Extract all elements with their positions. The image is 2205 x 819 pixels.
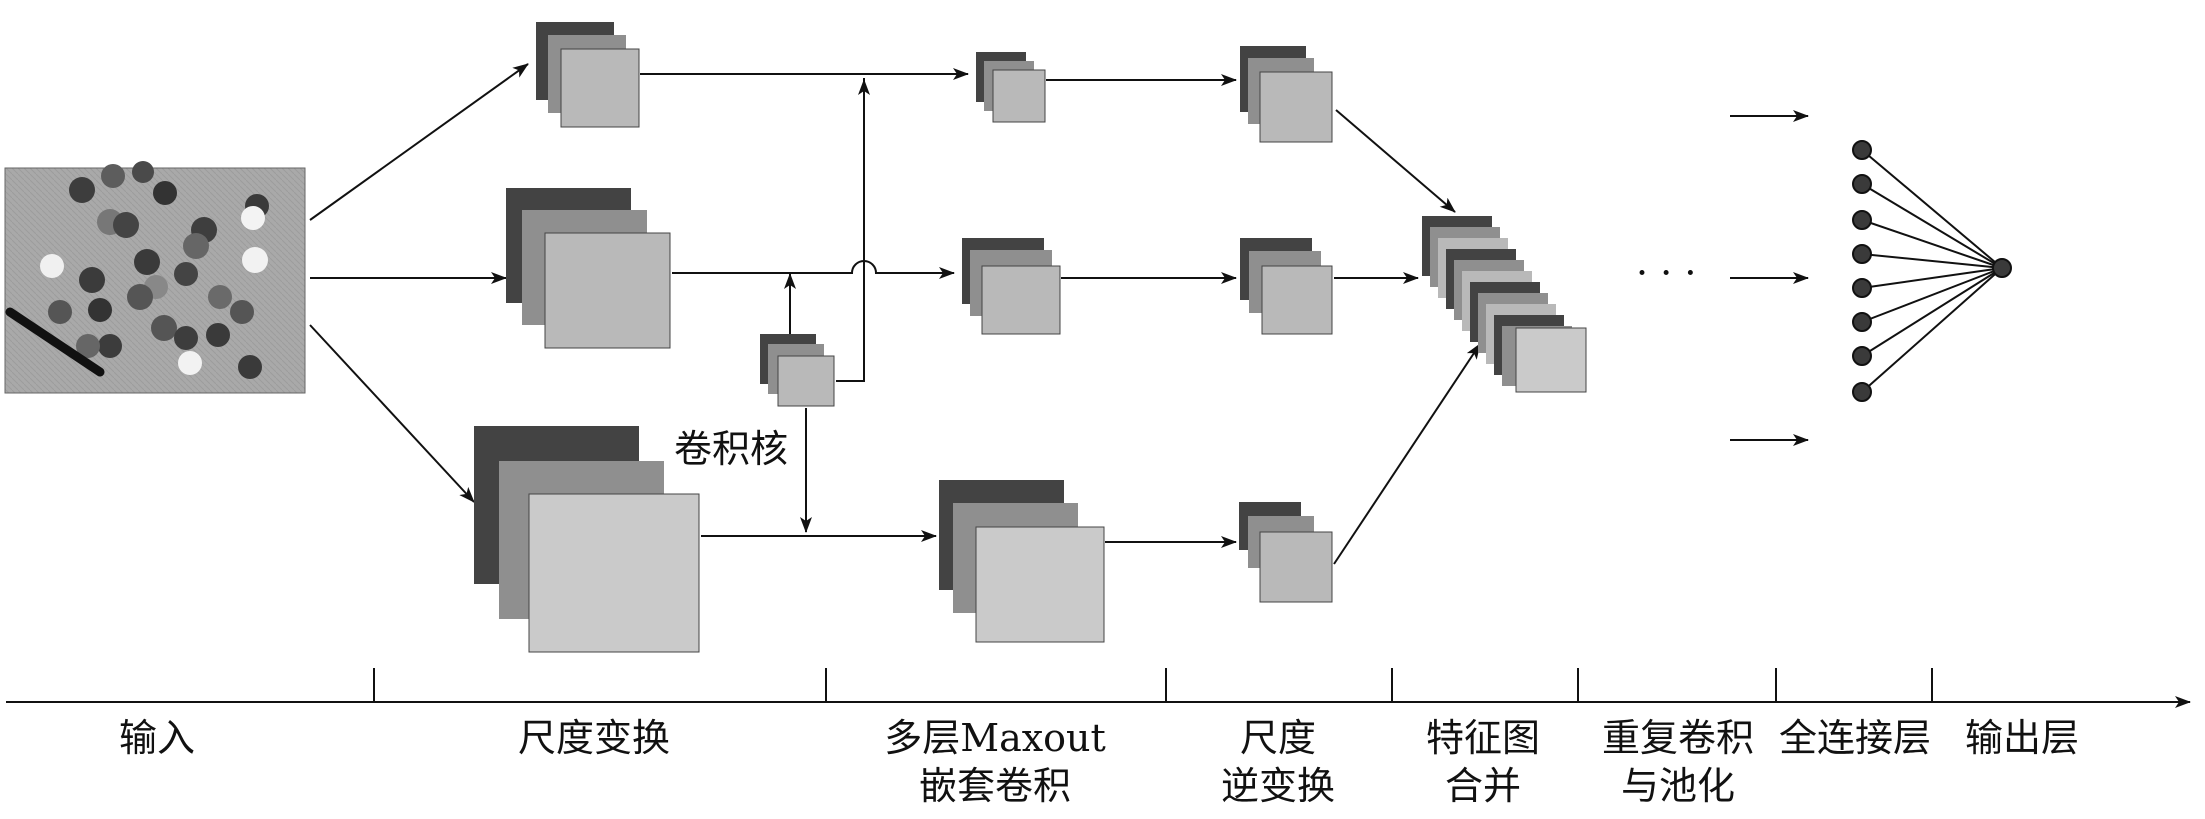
stage-label-output: 输出层 [1965, 716, 2079, 760]
kernel-connections [640, 68, 969, 542]
fc-layer-nodes [1852, 140, 2012, 402]
maxout-stack-small [976, 52, 1046, 123]
fc-arrows [1730, 110, 1809, 446]
maxout-stack-medium [962, 238, 1061, 335]
scale-stack-large [474, 426, 700, 653]
stage-label-scale-transform: 尺度变换 [518, 716, 670, 760]
maxout-to-inverse-arrows [1046, 74, 1237, 548]
maxout-stack-large [939, 480, 1105, 643]
stage-label-inverse-line1: 尺度 [1240, 716, 1316, 760]
pen-marker [5, 307, 105, 377]
stage-label-merge-line2: 合并 [1445, 764, 1521, 808]
ellipsis: · · · [1636, 251, 1696, 295]
merged-feature-stack [1422, 216, 1587, 393]
inverse-stack-top [1240, 46, 1333, 143]
kernel-label: 卷积核 [674, 427, 788, 471]
stage-label-input: 输入 [119, 716, 195, 760]
stage-label-repeat-line1: 重复卷积 [1602, 716, 1754, 760]
kernel-stack [760, 334, 835, 407]
stage-axis [6, 668, 2191, 708]
stage-label-inverse-line2: 逆变换 [1221, 764, 1335, 808]
inverse-stack-middle [1240, 238, 1333, 335]
output-node [1992, 258, 2012, 278]
stage-label-repeat-line2: 与池化 [1621, 764, 1735, 808]
stage-labels: 输入 尺度变换 多层Maxout 嵌套卷积 尺度 逆变换 特征图 合并 重复卷积… [119, 716, 2079, 808]
input-image [4, 161, 306, 394]
inverse-stack-bottom [1239, 502, 1333, 603]
stage-label-merge-line1: 特征图 [1426, 716, 1540, 760]
stage-label-maxout-line1: 多层Maxout [884, 716, 1106, 760]
inverse-to-merge-arrows [1333, 109, 1481, 565]
stage-label-maxout-line2: 嵌套卷积 [919, 764, 1071, 808]
scale-stack-small [536, 22, 640, 128]
stage-label-fc: 全连接层 [1779, 716, 1931, 760]
scale-stack-medium [506, 188, 671, 349]
coin-markers [40, 161, 269, 379]
input-arrows [309, 63, 529, 503]
